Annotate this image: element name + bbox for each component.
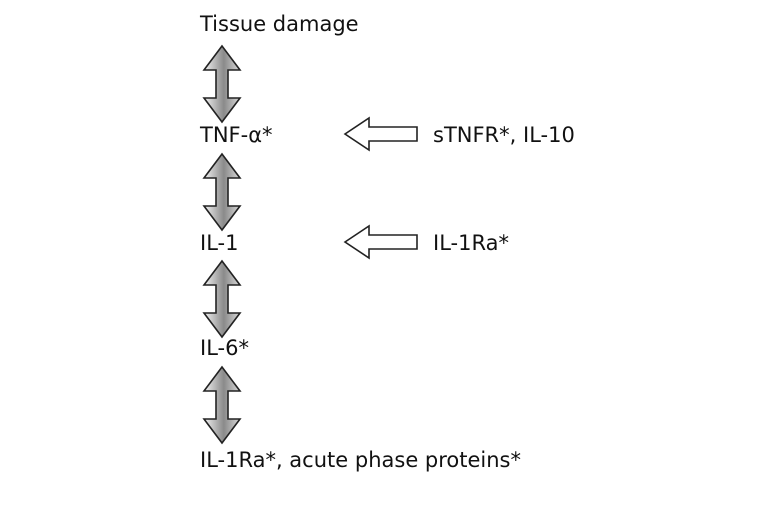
hollow-arrow-to-il1 [344,225,418,259]
node-il-6: IL-6* [200,336,249,360]
double-arrow-tnf-il1 [203,153,241,231]
node-outcome: IL-1Ra*, acute phase proteins* [200,448,521,472]
node-il-1: IL-1 [200,231,238,255]
hollow-arrow-to-tnf [344,117,418,151]
double-arrow-il1-il6 [203,260,241,338]
node-tnf-alpha: TNF-α* [199,123,273,147]
double-arrow-tissue-tnf [203,45,241,123]
inhibitor-stnfr-il10: sTNFR*, IL-10 [433,123,575,147]
inhibitor-il1ra: IL-1Ra* [433,231,509,255]
double-arrow-il6-outcome [203,366,241,444]
node-tissue-damage: Tissue damage [199,12,359,36]
